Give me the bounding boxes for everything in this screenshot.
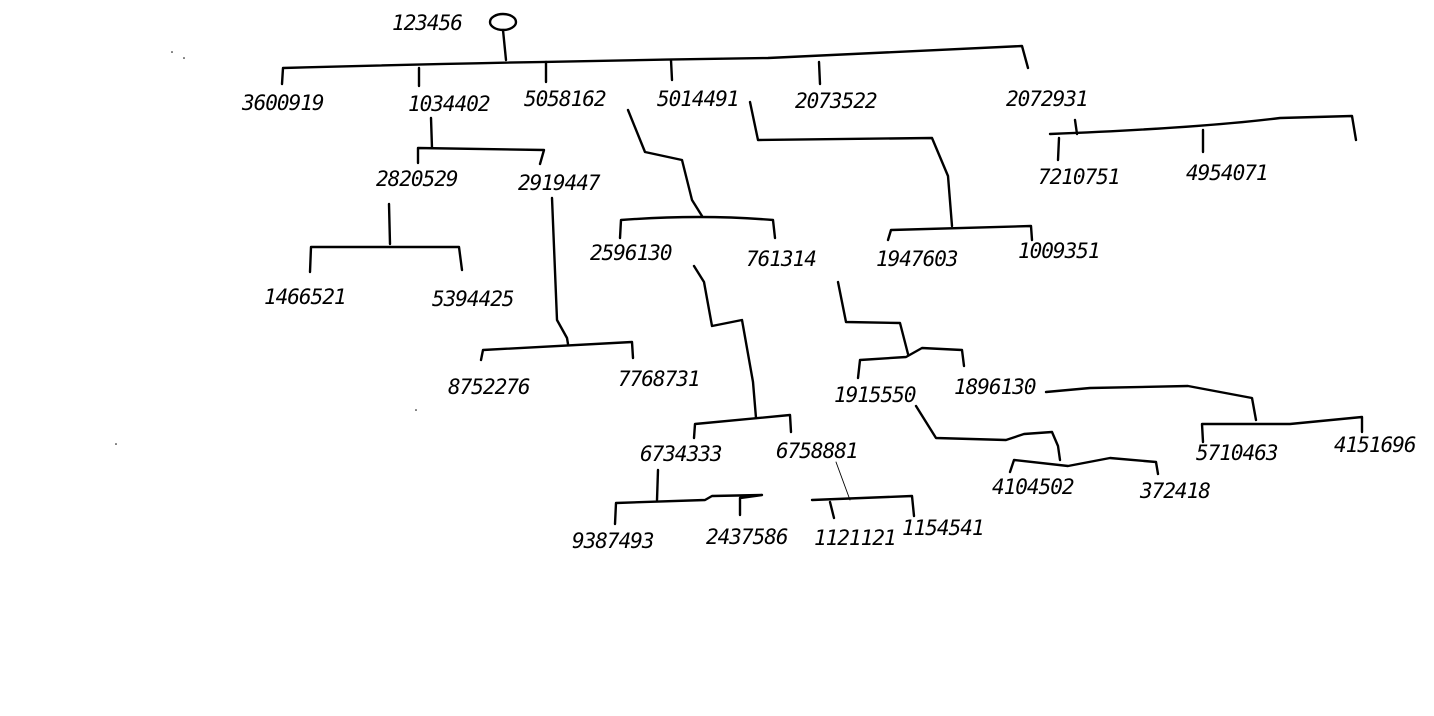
- stray-speck: [115, 443, 117, 445]
- edge-761314-bar: [856, 346, 966, 380]
- node-1915550: 1915550: [834, 383, 916, 407]
- edge-1896130-bar: [1200, 415, 1364, 444]
- edge-2919447-stem: [550, 196, 570, 346]
- node-6758881: 6758881: [776, 439, 858, 463]
- node-2072931: 2072931: [1006, 87, 1088, 111]
- edge-6734333-bar: [613, 493, 764, 526]
- node-1034402: 1034402: [408, 92, 490, 116]
- edge-2820529-bar: [308, 245, 464, 274]
- edge-2072931-left-drop: [1056, 136, 1061, 162]
- node-2073522: 2073522: [795, 89, 877, 113]
- node-5394425: 5394425: [432, 287, 514, 311]
- edge-6758881-stem: [835, 461, 851, 501]
- node-7768731: 7768731: [618, 367, 700, 391]
- node-1009351: 1009351: [1018, 239, 1100, 263]
- edge-1034402-bar: [416, 146, 546, 166]
- node-372418: 372418: [1139, 479, 1210, 503]
- edge-6758881-bar: [810, 494, 916, 518]
- edge-6758881-left-drop: [828, 500, 836, 520]
- edge-5058162-bar: [618, 215, 777, 240]
- node-3600919: 3600919: [241, 91, 324, 115]
- stray-speck: [415, 409, 417, 411]
- edge-1915550-bar: [1008, 456, 1160, 476]
- node-1121121: 1121121: [814, 526, 896, 550]
- node-2820529: 2820529: [376, 167, 458, 191]
- node-2596130: 2596130: [590, 241, 672, 265]
- node-2919447: 2919447: [518, 171, 601, 195]
- stray-speck: [183, 57, 185, 59]
- node-8752276: 8752276: [448, 375, 530, 399]
- node-4151696: 4151696: [1334, 433, 1416, 457]
- node-1154541: 1154541: [902, 516, 984, 540]
- edge-2072931-bar: [1048, 114, 1358, 142]
- root-node-circle: [488, 12, 518, 32]
- node-5058162: 5058162: [524, 87, 606, 111]
- edge-2596130-stem: [692, 264, 758, 420]
- edge-1915550-stem: [914, 404, 1062, 462]
- edge-root-bar: [280, 44, 1030, 86]
- edge-5014491-stem: [748, 100, 954, 228]
- edge-root-stem: [501, 28, 508, 62]
- edge-root-to-5014491: [669, 58, 674, 82]
- node-1947603: 1947603: [876, 247, 958, 271]
- edge-2820529-stem: [387, 202, 392, 246]
- edge-root-to-2073522: [817, 60, 822, 86]
- edge-5014491-bar: [886, 224, 1034, 242]
- edge-5058162-stem: [626, 108, 704, 218]
- node-4954071: 4954071: [1186, 161, 1268, 185]
- node-1466521: 1466521: [264, 285, 346, 309]
- node-9387493: 9387493: [572, 529, 654, 553]
- node-1896130: 1896130: [954, 375, 1036, 399]
- node-2437586: 2437586: [706, 525, 788, 549]
- edge-2072931-stem: [1073, 118, 1079, 136]
- node-4104502: 4104502: [992, 475, 1074, 499]
- node-root-label: 123456: [392, 11, 462, 35]
- node-7210751: 7210751: [1038, 165, 1120, 189]
- node-761314: 761314: [746, 247, 816, 271]
- edge-1896130-stem: [1044, 384, 1258, 422]
- node-6734333: 6734333: [640, 442, 722, 466]
- stray-speck: [171, 51, 173, 53]
- node-5014491: 5014491: [657, 87, 739, 111]
- edge-1034402-stem: [429, 116, 434, 150]
- edge-2596130-bar: [692, 413, 793, 440]
- edge-761314-stem: [836, 280, 910, 356]
- node-5710463: 5710463: [1196, 441, 1278, 465]
- edge-6734333-stem: [655, 468, 660, 502]
- edge-2919447-bar: [479, 340, 635, 362]
